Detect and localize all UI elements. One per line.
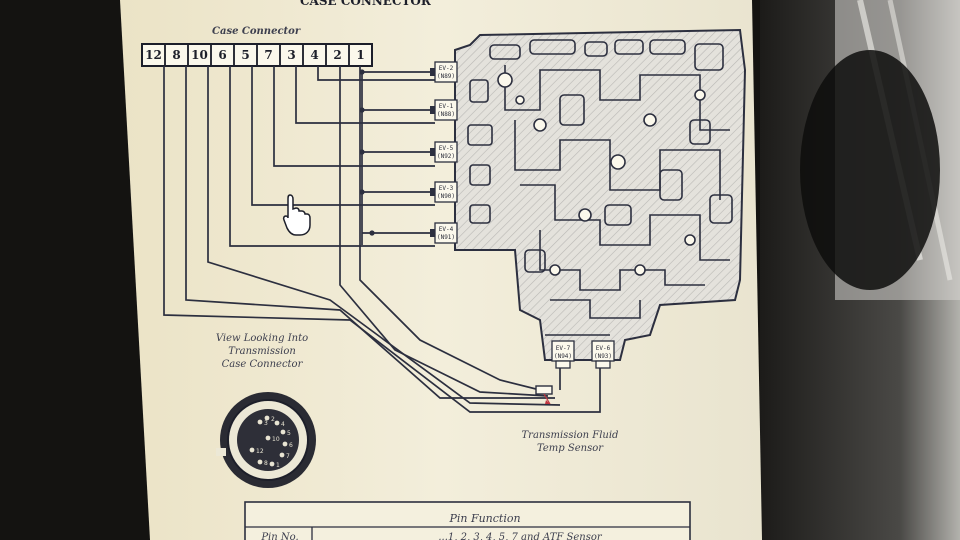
round-connector-pin-4: 4 xyxy=(274,420,285,428)
svg-text:EV-4: EV-4 xyxy=(439,226,454,233)
fluid-temp-sensor xyxy=(535,385,553,405)
connector-pin-label: 4 xyxy=(310,48,318,62)
case-connector-pin-strip: 12 8 10 6 5 7 3 4 2 1 xyxy=(141,43,373,67)
svg-text:EV-6: EV-6 xyxy=(596,345,611,352)
svg-text:(N93): (N93) xyxy=(594,353,612,360)
svg-text:EV-5: EV-5 xyxy=(439,145,454,152)
solenoid-ev-3: EV-3(N90) xyxy=(430,181,458,203)
table-header-pin-function: Pin Function xyxy=(448,512,520,525)
svg-text:6: 6 xyxy=(289,442,293,449)
round-connector-pin-1: 1 xyxy=(269,461,280,469)
solenoid-ev-7: EV-7(N94) xyxy=(551,340,575,369)
solenoid-ev-4: EV-4(N91) xyxy=(430,222,458,244)
connector-pin-label: 1 xyxy=(356,48,364,62)
svg-text:(N91): (N91) xyxy=(437,234,455,241)
solenoid-ev-6: EV-6(N93) xyxy=(591,340,615,369)
round-connector-pin-8: 8 xyxy=(257,459,268,467)
case-connector-title: Case Connector xyxy=(212,26,301,37)
lower-solenoid-group: EV-7(N94) EV-6(N93) xyxy=(551,340,615,369)
svg-text:1: 1 xyxy=(276,462,280,469)
svg-text:Transmission Fluid: Transmission Fluid xyxy=(522,430,619,441)
svg-text:12: 12 xyxy=(256,448,264,455)
connector-pin-label: 7 xyxy=(264,48,272,62)
wiring-harness xyxy=(163,66,601,413)
svg-text:EV-2: EV-2 xyxy=(439,65,454,72)
solenoid-ev-2: EV-2(N89) xyxy=(430,61,458,83)
table-header-pin-no: Pin No. xyxy=(260,532,298,540)
round-connector-pin-3: 3 xyxy=(257,419,268,427)
svg-text:EV-1: EV-1 xyxy=(439,103,454,110)
valve-body xyxy=(454,28,747,361)
connector-pin-label: 5 xyxy=(241,48,249,62)
svg-text:Transmission: Transmission xyxy=(228,346,296,357)
round-connector-pin-10: 10 xyxy=(265,435,280,443)
connector-pin-label: 2 xyxy=(333,48,341,62)
solenoid-group: EV-2(N89) EV-1(N88) EV-5(N92) EV-3(N90) EV-4… xyxy=(430,61,458,244)
svg-text:10: 10 xyxy=(272,436,280,443)
svg-text:7: 7 xyxy=(286,453,290,460)
connector-pin-label: 8 xyxy=(172,48,180,62)
round-connector-pin-12: 12 xyxy=(249,447,264,455)
connector-pin-label: 3 xyxy=(287,48,295,62)
svg-text:(N89): (N89) xyxy=(437,73,455,80)
svg-text:(N88): (N88) xyxy=(437,111,455,118)
hand-pointer-cursor-icon xyxy=(282,194,311,236)
svg-text:(N90): (N90) xyxy=(437,193,455,200)
wiring-junction-dots xyxy=(359,69,375,236)
round-connector-pin-2: 2 xyxy=(264,415,275,423)
svg-text:Temp Sensor: Temp Sensor xyxy=(537,443,604,454)
view-caption: View Looking Into Transmission Case Conn… xyxy=(216,333,308,370)
sensor-label: Transmission Fluid Temp Sensor xyxy=(522,430,619,454)
table-row-fragment: ...1, 2, 3, 4, 5, 7 and ATF Sensor xyxy=(438,532,602,540)
pin-function-table: Pin Function Pin No. ...1, 2, 3, 4, 5, 7… xyxy=(244,501,691,540)
svg-text:2: 2 xyxy=(271,416,275,423)
connector-pin-label: 10 xyxy=(191,48,208,62)
svg-text:View Looking Into: View Looking Into xyxy=(216,333,308,344)
svg-text:8: 8 xyxy=(264,460,268,467)
svg-text:5: 5 xyxy=(287,430,291,437)
svg-text:EV-3: EV-3 xyxy=(439,185,454,192)
round-connector-pin-5: 5 xyxy=(280,429,291,437)
svg-text:(N94): (N94) xyxy=(554,353,572,360)
solenoid-ev-5: EV-5(N92) xyxy=(430,141,458,163)
title-fragment: CASE CONNECTOR xyxy=(300,0,432,8)
svg-text:4: 4 xyxy=(281,421,285,428)
solenoid-ev-1: EV-1(N88) xyxy=(430,99,458,121)
round-connector-pin-7: 7 xyxy=(279,452,290,460)
svg-text:EV-7: EV-7 xyxy=(556,345,571,352)
round-connector-pin-6: 6 xyxy=(282,441,293,449)
connector-pin-label: 6 xyxy=(218,48,226,62)
connector-pin-label: 12 xyxy=(145,48,162,62)
svg-text:3: 3 xyxy=(264,420,268,427)
svg-text:(N92): (N92) xyxy=(437,153,455,160)
svg-text:Case Connector: Case Connector xyxy=(222,359,304,370)
